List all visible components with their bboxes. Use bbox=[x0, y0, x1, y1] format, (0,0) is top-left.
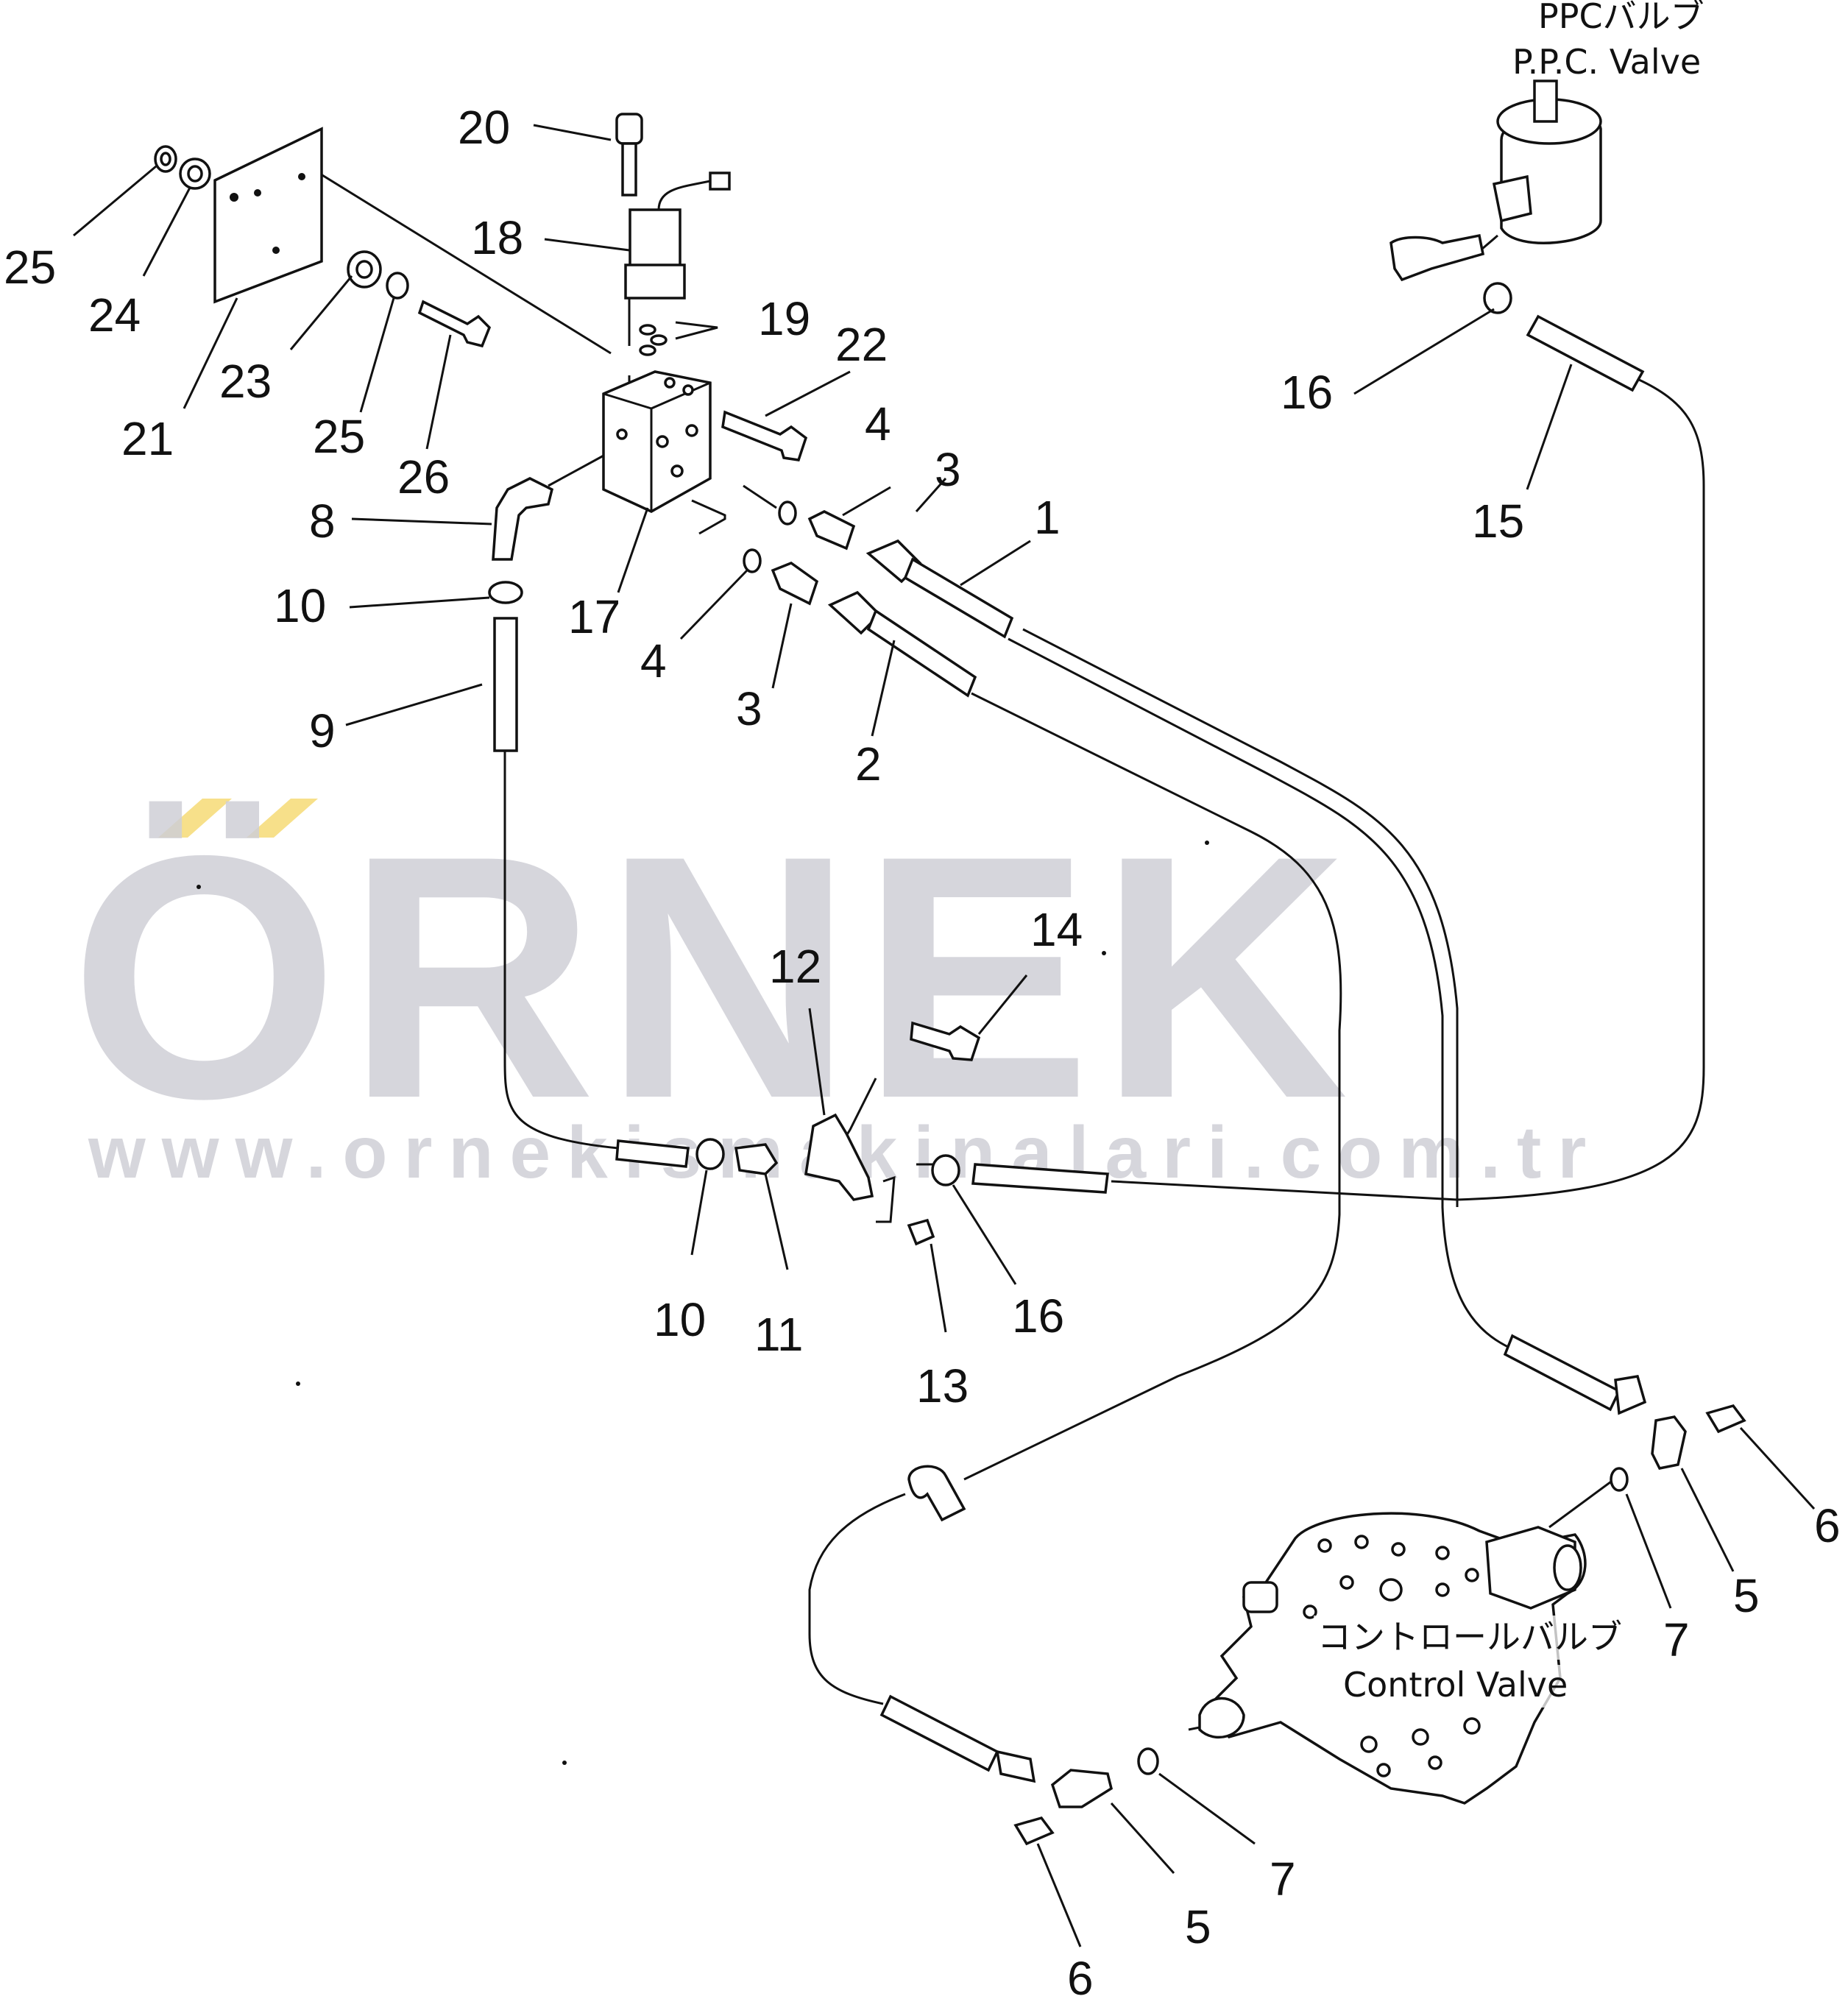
o-ring-19a bbox=[639, 324, 656, 336]
solenoid-18 bbox=[629, 208, 682, 270]
callout-12: 12 bbox=[769, 940, 821, 993]
hose-15 bbox=[1526, 314, 1645, 392]
hose-2-line-lower bbox=[808, 1493, 906, 1705]
callout-25: 25 bbox=[4, 241, 56, 294]
plug-6-bottom bbox=[1013, 1816, 1055, 1846]
hose-2-end bbox=[879, 1694, 999, 1772]
callout-11: 11 bbox=[754, 1308, 803, 1361]
bolt-14 bbox=[910, 1021, 981, 1061]
connector-3a bbox=[807, 510, 856, 551]
hose-16-bottom bbox=[971, 1163, 1109, 1194]
callout-3: 3 bbox=[935, 443, 961, 496]
callout-23: 23 bbox=[219, 355, 272, 408]
parts bbox=[154, 79, 1746, 1846]
hose-9 bbox=[493, 617, 518, 752]
hose-lines bbox=[503, 378, 1705, 1705]
callout-25: 25 bbox=[313, 410, 365, 463]
o-ring-19c bbox=[639, 344, 656, 356]
hose-1-line-b bbox=[1022, 628, 1459, 1207]
callout-7: 7 bbox=[1663, 1613, 1690, 1666]
hose-15-line bbox=[1111, 378, 1705, 1201]
hose-2 bbox=[866, 609, 977, 698]
callout-10: 10 bbox=[274, 579, 326, 632]
nipple-11 bbox=[734, 1143, 779, 1175]
o-ring-7-bottom bbox=[1137, 1747, 1159, 1775]
callout-4: 4 bbox=[865, 397, 891, 450]
callout-numbers: 25 24 21 23 25 26 20 18 19 22 8 10 17 9 … bbox=[4, 101, 1841, 1999]
callout-17: 17 bbox=[568, 590, 620, 643]
o-ring-4a bbox=[778, 500, 797, 526]
clamp-16-top bbox=[1483, 282, 1512, 314]
clamp-10-bottom bbox=[695, 1138, 725, 1170]
callout-13: 13 bbox=[916, 1359, 969, 1412]
hose-9-end bbox=[615, 1139, 690, 1168]
plug-6-right bbox=[1705, 1404, 1746, 1434]
callout-3: 3 bbox=[736, 682, 762, 735]
hose-1 bbox=[903, 557, 1014, 639]
hose-2-line bbox=[963, 692, 1342, 1481]
connector-3b bbox=[771, 562, 819, 606]
elbow-8 bbox=[492, 477, 554, 561]
watermark: ÖRNEK www.ornekismakinalari.com.tr bbox=[70, 784, 1586, 1194]
callout-15: 15 bbox=[1472, 495, 1524, 548]
hose-1-end-fitting bbox=[1614, 1375, 1647, 1415]
callout-7: 7 bbox=[1270, 1853, 1296, 1906]
callout-1: 1 bbox=[1034, 491, 1061, 544]
callout-16: 16 bbox=[1281, 366, 1333, 419]
hose-1-line bbox=[1008, 637, 1517, 1352]
callout-leaders bbox=[73, 124, 1816, 1947]
hose-9-line bbox=[503, 751, 619, 1150]
bracket-plate bbox=[213, 127, 323, 304]
callout-18: 18 bbox=[471, 211, 523, 264]
callout-14: 14 bbox=[1030, 903, 1083, 956]
o-ring-19b bbox=[650, 334, 668, 346]
callout-4: 4 bbox=[640, 634, 667, 687]
callout-22: 22 bbox=[835, 318, 888, 371]
o-ring-7-right bbox=[1610, 1467, 1629, 1492]
elbow-5-bottom bbox=[1050, 1769, 1114, 1808]
control-valve-label-en: Control Valve bbox=[1343, 1665, 1568, 1705]
callout-6: 6 bbox=[1814, 1499, 1841, 1552]
callout-6: 6 bbox=[1067, 1952, 1094, 1999]
o-ring-4b bbox=[743, 548, 762, 573]
clamp-16-bottom bbox=[931, 1154, 960, 1186]
ppc-valve-label-en: P.P.C. Valve bbox=[1512, 42, 1701, 82]
elbow-5-right bbox=[1651, 1415, 1687, 1470]
callout-10: 10 bbox=[654, 1293, 706, 1346]
ppc-valve-label-jp: PPCバルブ bbox=[1538, 0, 1704, 36]
callout-19: 19 bbox=[758, 292, 810, 345]
callout-24: 24 bbox=[88, 289, 141, 342]
clamp-10-top bbox=[488, 581, 523, 604]
bracket-12 bbox=[804, 1113, 874, 1201]
control-valve-label-jp: コントロールバルブ bbox=[1317, 1617, 1622, 1657]
callout-9: 9 bbox=[309, 704, 336, 757]
callout-16: 16 bbox=[1012, 1289, 1064, 1342]
callout-21: 21 bbox=[121, 412, 174, 465]
bolt-22 bbox=[721, 410, 808, 461]
watermark-brand: ÖRNEK bbox=[70, 784, 1356, 1170]
valve-labels: PPCバルブ P.P.C. Valve コントロールバルブ Control Va… bbox=[1314, 0, 1730, 1708]
bolt-26 bbox=[417, 300, 492, 348]
callout-2: 2 bbox=[855, 737, 882, 790]
hose-clamp bbox=[907, 1465, 966, 1522]
cap-screw-20 bbox=[615, 113, 643, 145]
watermark-accent-right bbox=[247, 799, 318, 838]
washer-25-right bbox=[386, 272, 409, 300]
callout-20: 20 bbox=[458, 101, 510, 154]
hose-1-end bbox=[1503, 1334, 1621, 1412]
hose-2-end-fitting bbox=[995, 1749, 1036, 1783]
plug-13 bbox=[907, 1218, 935, 1246]
callout-5: 5 bbox=[1185, 1900, 1211, 1953]
callout-26: 26 bbox=[397, 450, 450, 503]
watermark-accent-left bbox=[158, 799, 232, 838]
callout-5: 5 bbox=[1733, 1569, 1760, 1622]
callout-8: 8 bbox=[309, 495, 336, 548]
ppc-valve bbox=[1389, 79, 1602, 282]
